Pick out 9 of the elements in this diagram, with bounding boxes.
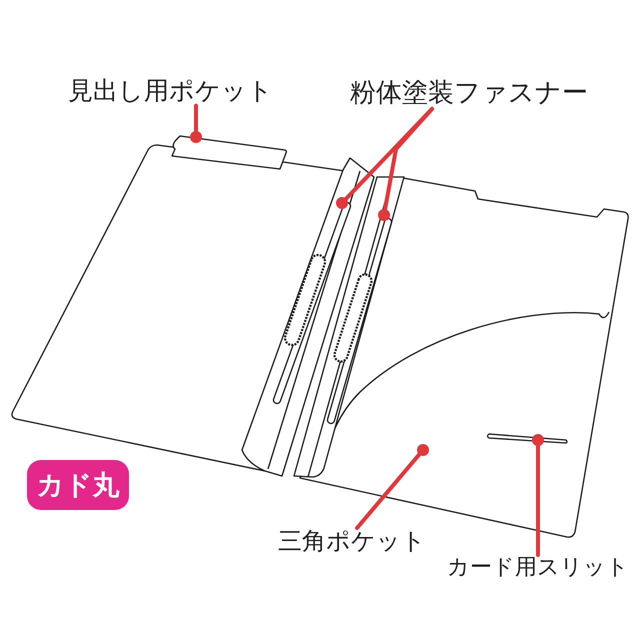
feature-badge: カド丸 <box>27 460 129 510</box>
callout-label: カード用スリット <box>447 555 629 580</box>
leader-line <box>355 444 429 530</box>
callout-label: 見出し用ポケット <box>68 77 273 106</box>
leader-line <box>378 106 434 221</box>
leader-line <box>190 104 202 143</box>
callout-label: 三角ポケット <box>278 528 426 556</box>
callout-label: 粉体塗装ファスナー <box>350 79 588 109</box>
leader-line <box>532 434 544 557</box>
